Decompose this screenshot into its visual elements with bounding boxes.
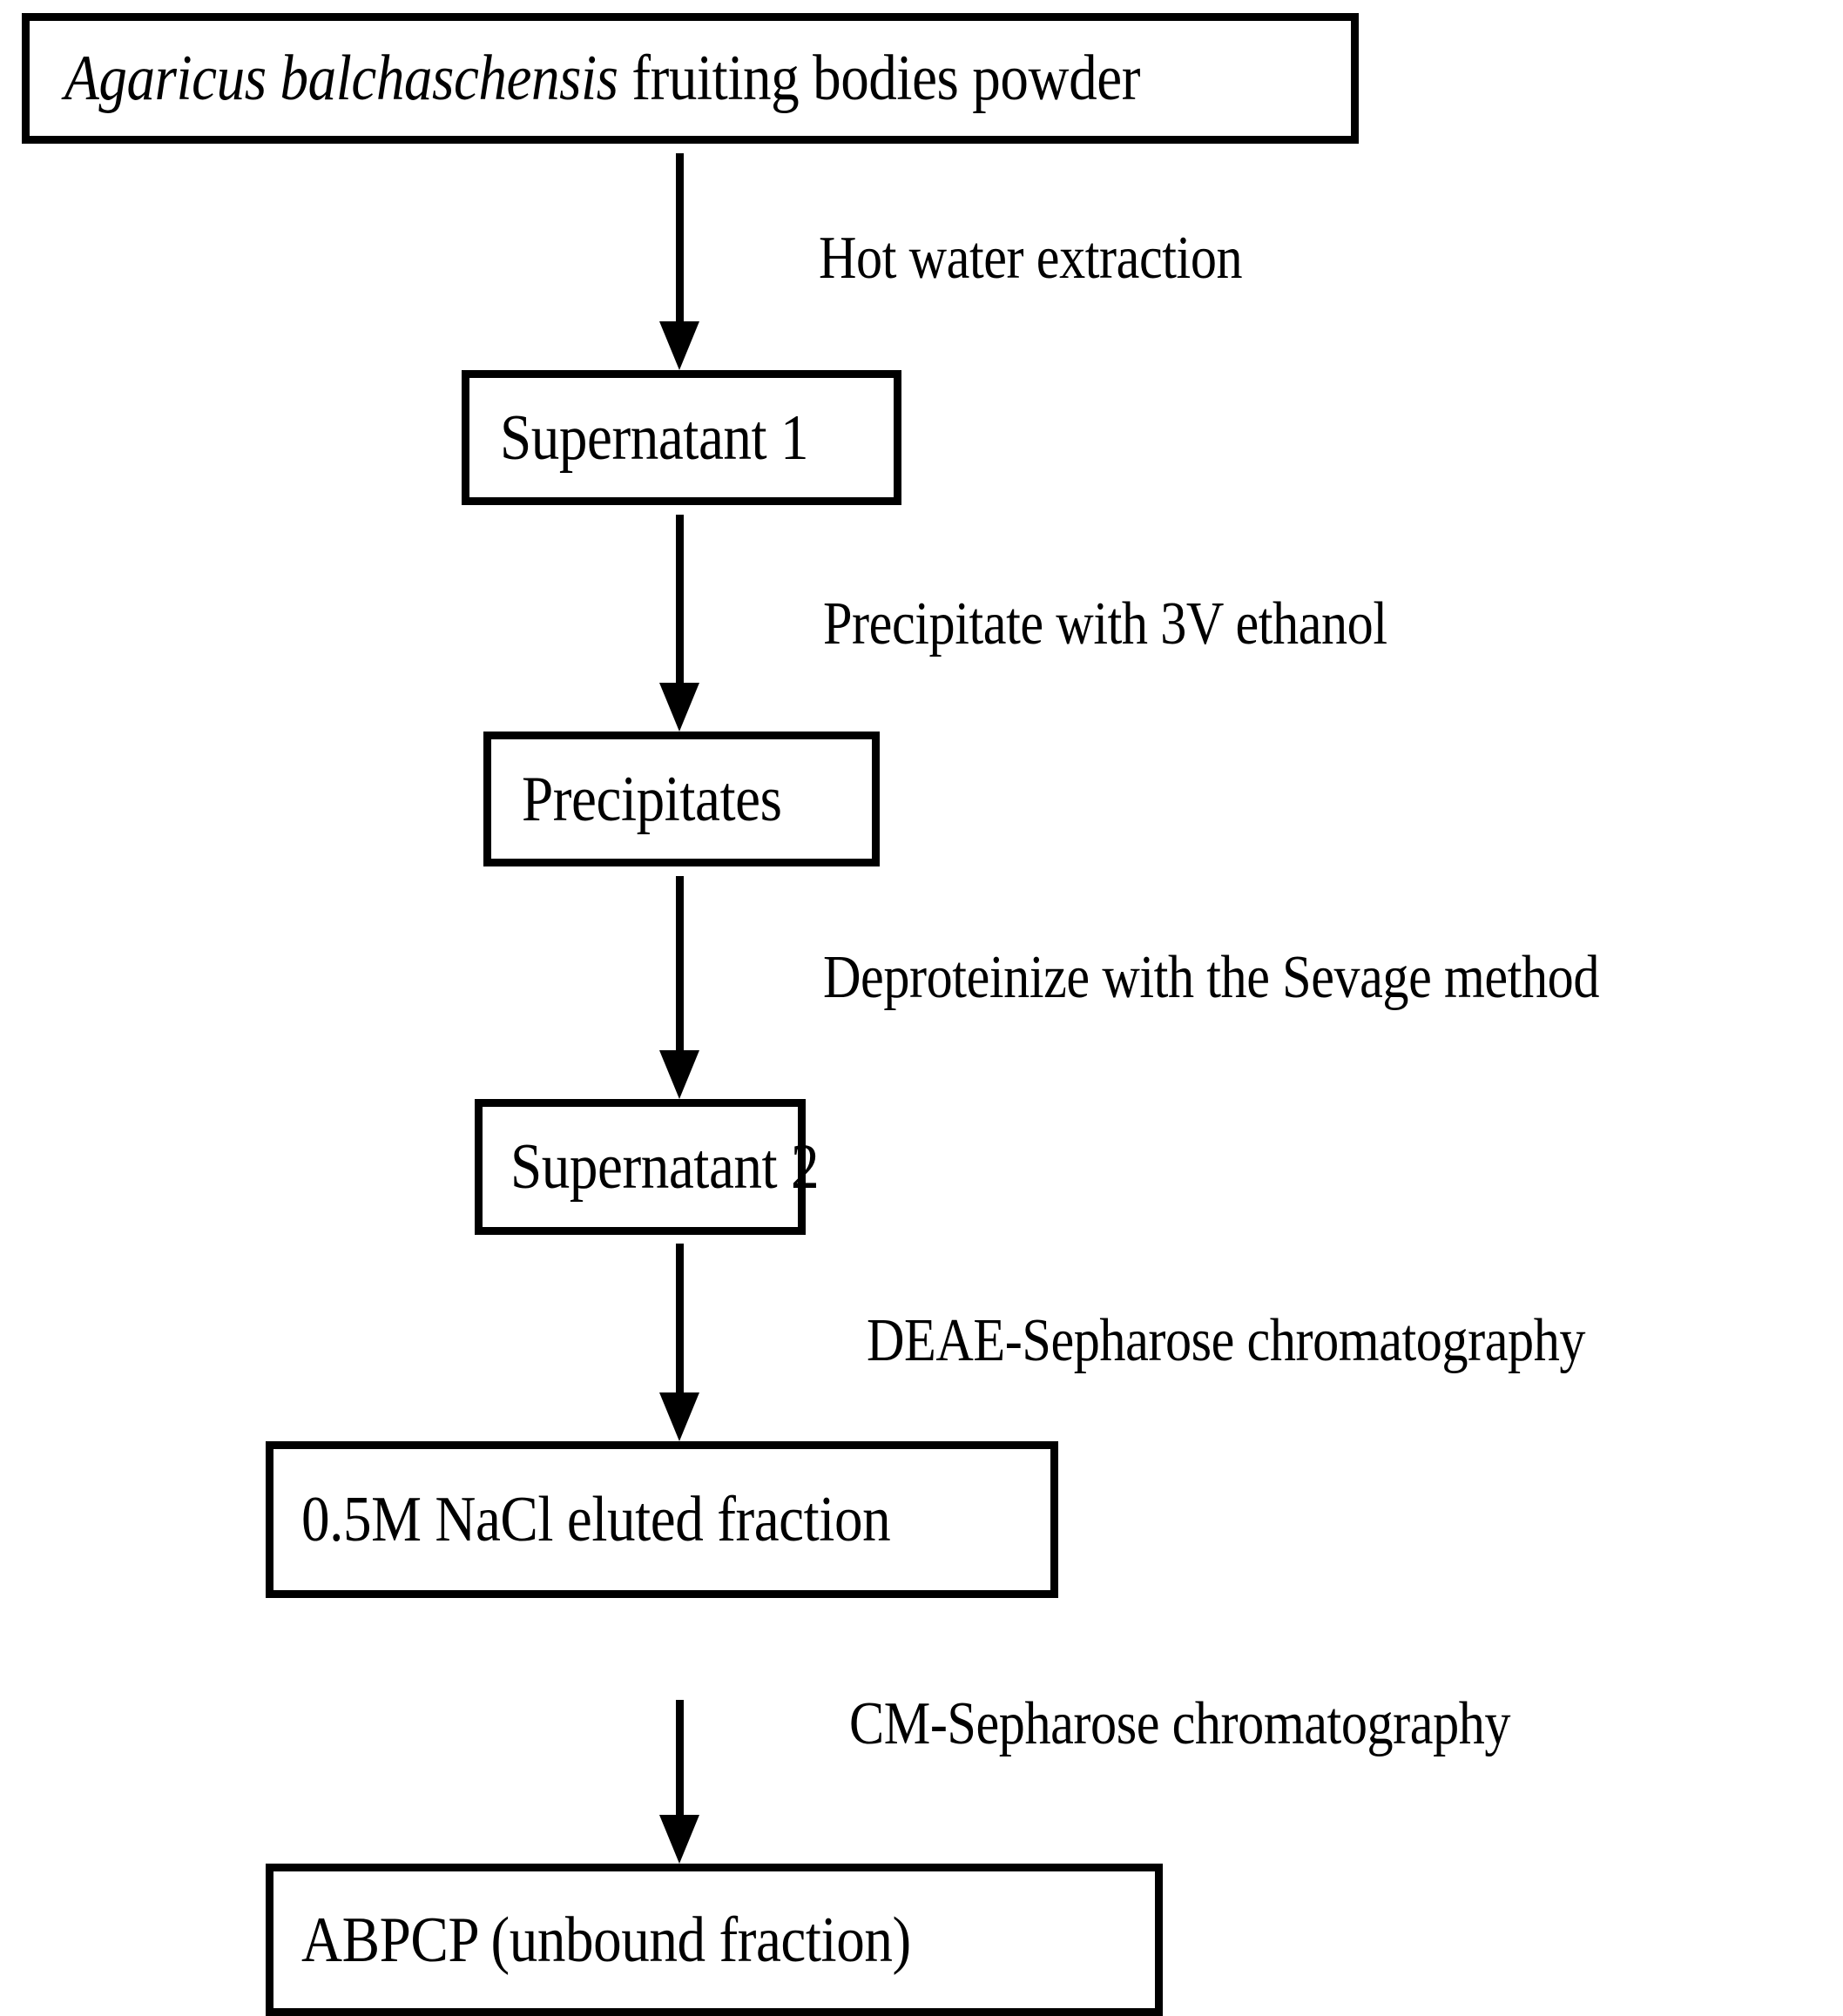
arrow-shaft xyxy=(676,153,684,321)
node-abpcp-label: ABPCP (unbound fraction) xyxy=(301,1904,911,1976)
node-precipitates-label: Precipitates xyxy=(522,763,782,835)
edge-label-hot-water-extraction: Hot water extraction xyxy=(819,225,1243,292)
arrow-head xyxy=(659,321,699,370)
node-precipitates: Precipitates xyxy=(483,732,880,866)
arrow-shaft xyxy=(676,515,684,683)
arrow-shaft xyxy=(676,1244,684,1392)
arrow-shaft xyxy=(676,876,684,1050)
arrow-head xyxy=(659,1815,699,1864)
node-supernatant-2-label: Supernatant 2 xyxy=(510,1131,820,1203)
edge-label-cm-sepharose: CM-Sepharose chromatography xyxy=(849,1690,1511,1757)
source-material-suffix: fruiting bodies powder xyxy=(618,43,1140,114)
arrow-head xyxy=(659,1392,699,1441)
node-nacl-eluted-fraction-label: 0.5M NaCl eluted fraction xyxy=(301,1484,891,1555)
species-name-italic: Agaricus balchaschensis xyxy=(64,43,618,114)
node-supernatant-1-label: Supernatant 1 xyxy=(500,401,809,474)
node-abpcp: ABPCP (unbound fraction) xyxy=(266,1864,1163,2016)
node-source-material: Agaricus balchaschensis fruiting bodies … xyxy=(22,13,1359,144)
edge-label-precipitate-ethanol: Precipitate with 3V ethanol xyxy=(823,590,1387,657)
arrow-shaft xyxy=(676,1700,684,1815)
node-nacl-eluted-fraction: 0.5M NaCl eluted fraction xyxy=(266,1441,1058,1598)
edge-label-deae-sepharose: DEAE-Sepharose chromatography xyxy=(867,1307,1586,1374)
node-supernatant-1: Supernatant 1 xyxy=(462,370,901,505)
node-source-material-label: Agaricus balchaschensis fruiting bodies … xyxy=(64,46,1140,111)
node-supernatant-2: Supernatant 2 xyxy=(475,1099,820,1235)
arrow-head xyxy=(659,1050,699,1099)
arrow-head xyxy=(659,683,699,732)
edge-label-deproteinize-sevage: Deproteinize with the Sevage method xyxy=(823,944,1600,1011)
